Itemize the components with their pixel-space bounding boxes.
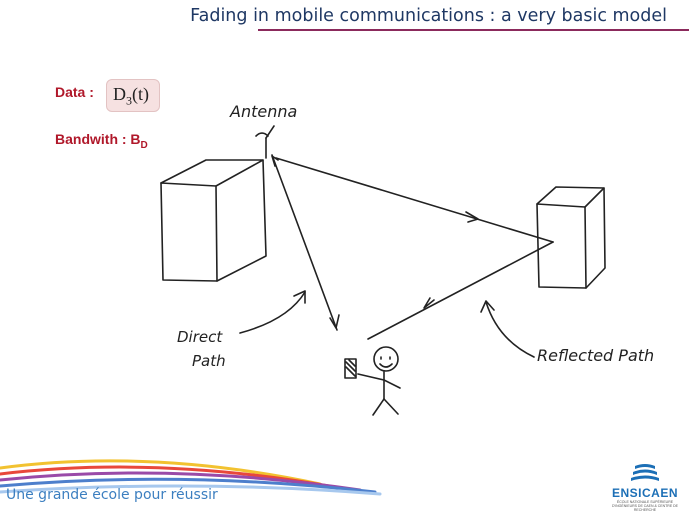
data-formula-box	[106, 79, 160, 112]
reflected-path-line	[367, 241, 554, 340]
data-formula: D3(t)	[113, 84, 149, 109]
left-building	[160, 159, 267, 282]
direct-path-label-line2: Path	[192, 352, 226, 370]
direct-pointer-arrow	[239, 291, 306, 334]
mobile-user	[357, 346, 401, 416]
direct-arrowhead-top	[271, 155, 279, 167]
footer-tagline: Une grande école pour réussir	[6, 487, 218, 503]
formula-base: D	[113, 84, 126, 104]
antenna-label: Antenna	[229, 102, 297, 121]
incident-path-line	[275, 157, 554, 243]
bandwidth-label: Bandwith : BD	[55, 131, 148, 151]
direct-arrowhead-bottom	[329, 314, 340, 329]
reflected-pointer-head	[480, 300, 495, 313]
logo-waves-icon	[631, 464, 659, 481]
reflected-arrowhead	[423, 297, 435, 309]
direct-path-line	[271, 154, 338, 331]
logo-subtitle: ÉCOLE NATIONALE SUPÉRIEURE D'INGÉNIEURS …	[611, 500, 678, 512]
slide-title: Fading in mobile communications : a very…	[190, 6, 667, 26]
title-underline	[258, 29, 689, 31]
direct-path-label-line1: Direct	[177, 328, 223, 346]
antenna	[255, 125, 275, 159]
formula-subscript: 3	[126, 93, 132, 108]
logo-name: ENSICAEN	[611, 486, 678, 500]
bandwidth-subscript: D	[140, 139, 148, 151]
reflected-pointer-arrow	[485, 301, 535, 358]
mobile-handset	[344, 358, 357, 379]
right-building	[536, 186, 606, 289]
direct-pointer-head	[293, 290, 306, 304]
footer-swooshes	[0, 459, 382, 496]
data-label: Data :	[55, 84, 94, 100]
reflected-path-label: Reflected Path	[537, 346, 654, 365]
ensicaen-logo: ENSICAEN ÉCOLE NATIONALE SUPÉRIEURE D'IN…	[607, 462, 683, 512]
bandwidth-text: Bandwith : B	[55, 131, 141, 147]
formula-argument: (t)	[132, 84, 149, 104]
incident-arrowhead	[465, 211, 479, 223]
